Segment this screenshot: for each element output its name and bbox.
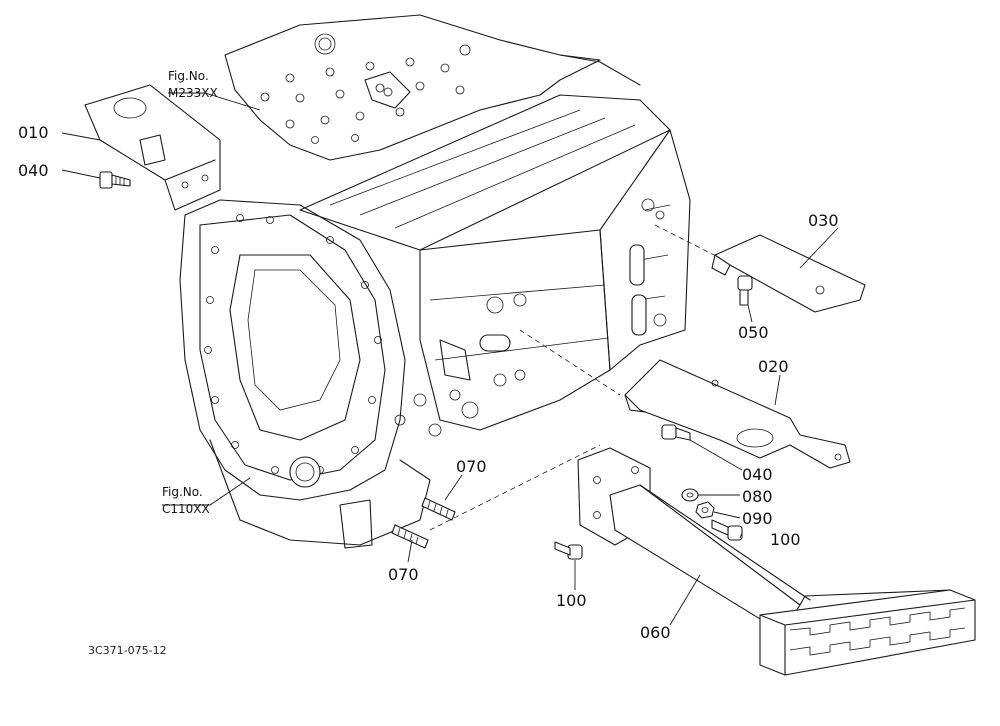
stud-070-lower — [391, 524, 429, 549]
callout-020: 020 — [758, 357, 789, 376]
nut-090 — [695, 501, 715, 519]
callout-050: 050 — [738, 323, 769, 342]
fig-ref-top-line2: M233XX — [168, 86, 218, 100]
bolt-100-right — [711, 519, 743, 541]
callout-040-right: 040 — [742, 465, 773, 484]
bolt-050 — [737, 275, 753, 306]
callout-030: 030 — [808, 211, 839, 230]
transmission-case — [299, 94, 691, 437]
front-housing — [179, 199, 431, 549]
callout-060: 060 — [640, 623, 671, 642]
callout-070-upper: 070 — [456, 457, 487, 476]
callout-040-left: 040 — [18, 161, 49, 180]
fig-ref-top-line1: Fig.No. — [168, 69, 209, 83]
upper-body-plate — [224, 14, 641, 161]
leader-lines — [61, 92, 839, 626]
bolt-100-lower — [554, 541, 583, 560]
bolt-040-left — [99, 171, 131, 189]
fig-ref-bottom-line2: C110XX — [162, 502, 210, 516]
callout-100-right: 100 — [770, 530, 801, 549]
bracket-030 — [654, 224, 866, 313]
washer-080 — [681, 488, 699, 502]
drawing-code: 3C371-075-12 — [88, 644, 167, 657]
bolt-040-right — [661, 424, 691, 441]
stud-070-upper — [421, 497, 456, 521]
bracket-020 — [519, 329, 851, 469]
step-assembly-060 — [429, 444, 976, 676]
callout-100-lower: 100 — [556, 591, 587, 610]
callout-080: 080 — [742, 487, 773, 506]
callout-090: 090 — [742, 509, 773, 528]
callout-010: 010 — [18, 123, 49, 142]
callout-070-lower: 070 — [388, 565, 419, 584]
bracket-010 — [84, 84, 221, 211]
fig-ref-bottom-line1: Fig.No. — [162, 485, 203, 499]
